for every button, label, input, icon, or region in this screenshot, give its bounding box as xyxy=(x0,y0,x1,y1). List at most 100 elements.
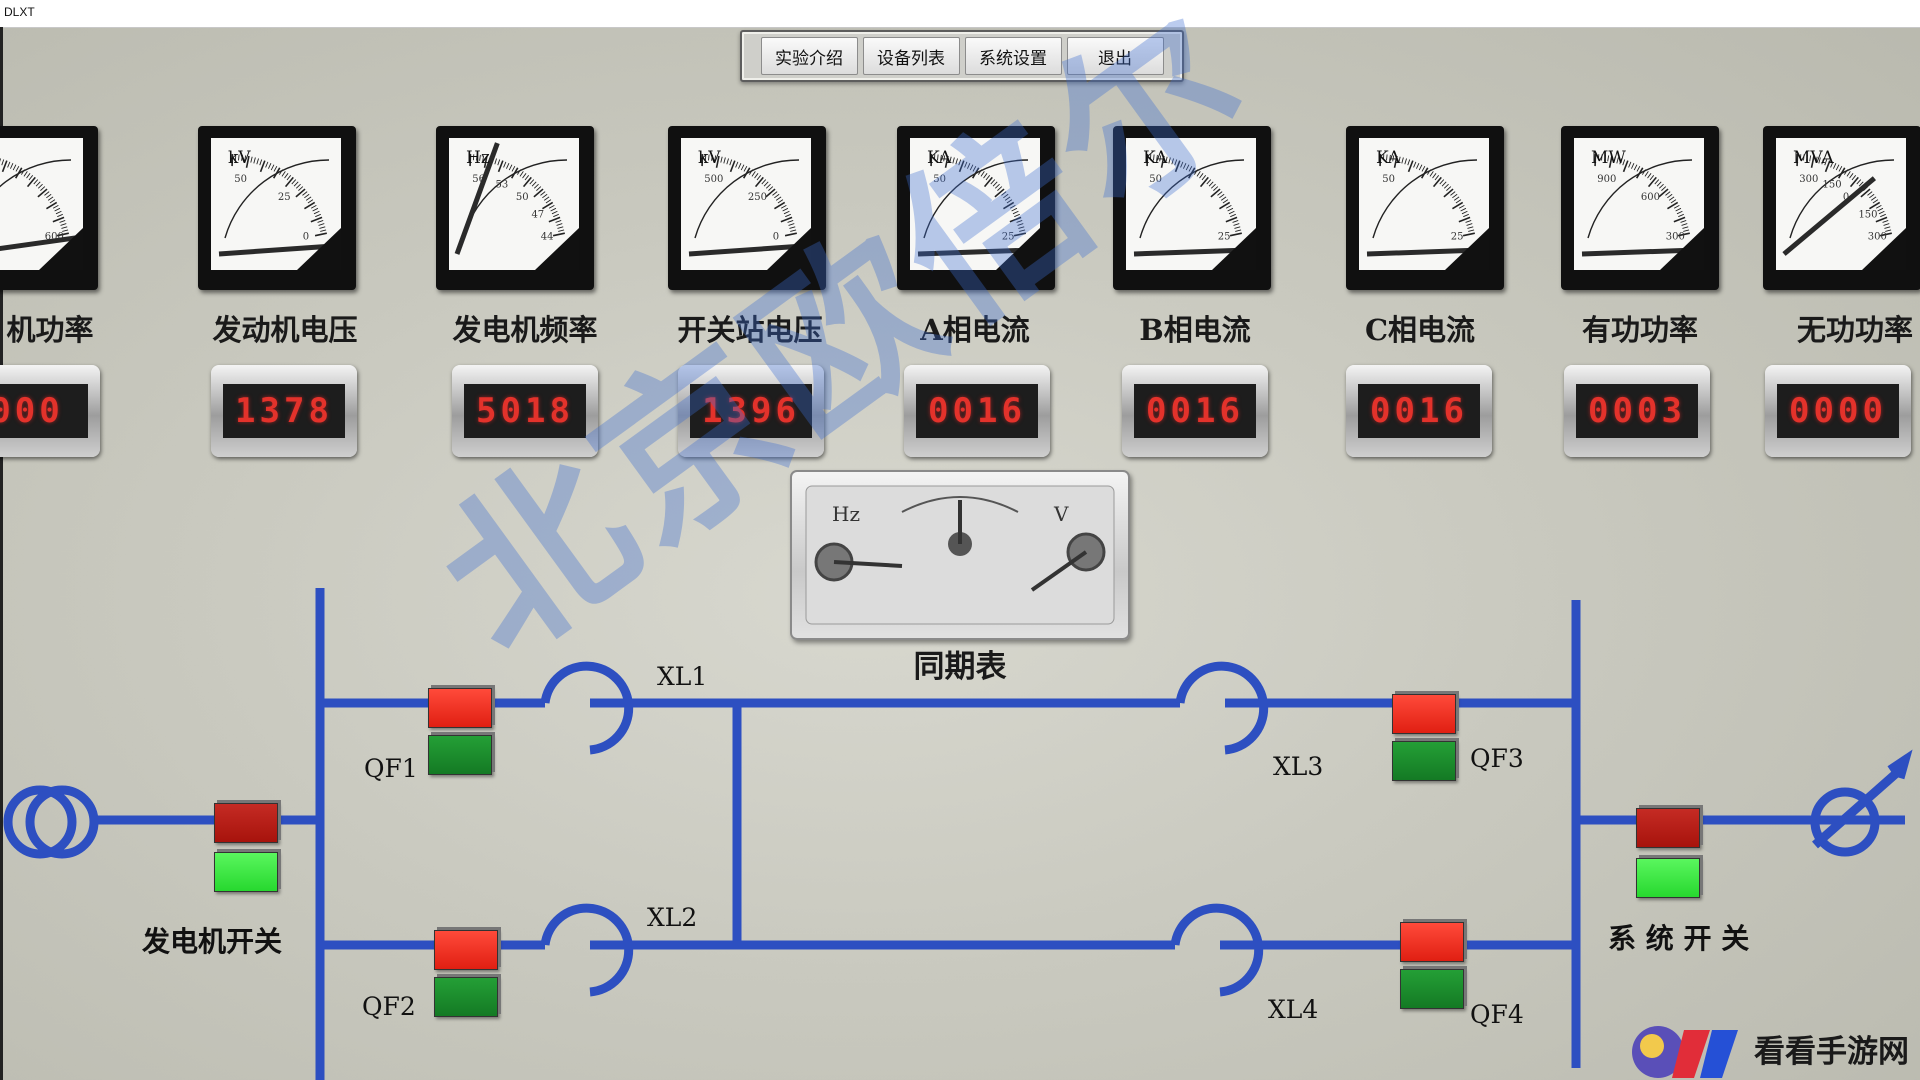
meter-scale-label: 50 xyxy=(516,192,529,203)
digital-display: 5018 xyxy=(452,365,598,457)
qf2-label: QF2 xyxy=(362,992,416,1021)
device-list-button[interactable]: 设备列表 xyxy=(862,37,960,75)
meter-label: 机功率 xyxy=(6,313,94,347)
xl4-label: XL4 xyxy=(1268,995,1319,1024)
meter-label: C相电流 xyxy=(1364,313,1476,347)
digital-reading: 0000 xyxy=(1789,391,1887,431)
meter-dial: 0 250 500 xyxy=(688,154,811,270)
meter-scale-label: 44 xyxy=(541,232,554,243)
meter-scale-label: 25 xyxy=(1451,232,1464,243)
meter-scale-label: 0 xyxy=(1843,192,1849,203)
meter-scale-label: 300 xyxy=(1666,232,1685,243)
digital-reading: 5018 xyxy=(476,391,574,431)
system-switch-open-button[interactable] xyxy=(1636,858,1700,898)
qf4-open-button[interactable] xyxy=(1400,969,1464,1009)
xl2-label: XL2 xyxy=(647,903,698,932)
meter-scale-label: 300 xyxy=(1868,232,1887,243)
meter-scale-label: 0 xyxy=(303,232,309,243)
meter-scale-label: 0 xyxy=(773,232,779,243)
qf2-open-button[interactable] xyxy=(434,977,498,1017)
meter-scale-label: 50 xyxy=(234,174,247,185)
meter-label: 开关站电压 xyxy=(677,313,823,347)
digital-display: 0016 xyxy=(1346,365,1492,457)
xl3-label: XL3 xyxy=(1273,752,1324,781)
qf4-close-button[interactable] xyxy=(1400,922,1464,962)
meter-dial: 25 50 xyxy=(1133,154,1256,270)
analog-meter-5: 25 50 KA xyxy=(1113,126,1271,290)
meter-label: B相电流 xyxy=(1139,313,1251,347)
meter-label: A相电流 xyxy=(920,313,1030,347)
window-title: DLXT xyxy=(4,5,35,19)
experiment-intro-button[interactable]: 实验介绍 xyxy=(760,37,858,75)
digital-display: 000 xyxy=(0,365,100,457)
digital-reading: 000 xyxy=(0,391,64,431)
qf1-close-button[interactable] xyxy=(428,688,492,728)
meter-scale-label: 56 xyxy=(472,174,485,185)
analog-meter-4: 25 50 KA xyxy=(897,126,1055,290)
meter-scale-label: 600 xyxy=(45,232,64,243)
meter-unit: Hz xyxy=(466,148,490,168)
digital-display: 1396 xyxy=(678,365,824,457)
synchroscope: Hz V xyxy=(790,470,1130,640)
meter-scale-label: 150 xyxy=(1858,210,1877,221)
meter-scale-label: 50 xyxy=(1149,174,1162,185)
exit-button[interactable]: 退出 xyxy=(1066,37,1164,75)
meter-label: 有功功率 xyxy=(1581,313,1698,347)
meter-scale-label: 50 xyxy=(1382,174,1395,185)
system-switch-label: 系 统 开 关 xyxy=(1608,922,1750,955)
system-switch-close-button[interactable] xyxy=(1636,808,1700,848)
meter-scale-label: 500 xyxy=(704,174,723,185)
meter-unit: kV xyxy=(228,148,251,168)
digital-display: 0000 xyxy=(1765,365,1911,457)
meter-scale-label: 25 xyxy=(1002,232,1015,243)
generator-switch-open-button[interactable] xyxy=(214,852,278,892)
qf1-open-button[interactable] xyxy=(428,735,492,775)
meter-unit: MVA xyxy=(1793,148,1834,168)
meter-unit: KA xyxy=(1143,148,1168,168)
digital-display: 0016 xyxy=(1122,365,1268,457)
meter-needle xyxy=(1133,247,1253,257)
digital-reading: 0016 xyxy=(1146,391,1244,431)
top-menu: 实验介绍 设备列表 系统设置 退出 xyxy=(740,30,1184,82)
sync-v-unit: V xyxy=(1054,502,1069,526)
digital-display: 0003 xyxy=(1564,365,1710,457)
meter-scale-label: 900 xyxy=(1597,174,1616,185)
meter-needle xyxy=(0,235,79,252)
meter-label: 发电机频率 xyxy=(452,313,598,347)
xl1-label: XL1 xyxy=(657,662,708,691)
meter-scale-label: 600 xyxy=(1641,192,1660,203)
meter-dial: 25 50 xyxy=(1366,154,1489,270)
digital-reading: 0016 xyxy=(1370,391,1468,431)
qf3-close-button[interactable] xyxy=(1392,694,1456,734)
meter-scale-label: 25 xyxy=(278,192,291,203)
logo-text: 看看手游网 xyxy=(1754,1034,1909,1070)
meter-scale-label: 50 xyxy=(933,174,946,185)
qf2-close-button[interactable] xyxy=(434,930,498,970)
meter-unit: KA xyxy=(927,148,952,168)
meter-scale-label: 250 xyxy=(748,192,767,203)
window-edge xyxy=(0,27,3,1080)
meter-scale-label: 47 xyxy=(531,210,544,221)
digital-display: 1378 xyxy=(211,365,357,457)
meter-scale-label: 150 xyxy=(1822,180,1841,191)
digital-reading: 0003 xyxy=(1588,391,1686,431)
sync-hz-unit: Hz xyxy=(832,502,860,526)
meter-dial: 0 25 50 xyxy=(218,154,341,270)
digital-reading: 1396 xyxy=(702,391,800,431)
digital-reading: 0016 xyxy=(928,391,1026,431)
generator-switch-close-button[interactable] xyxy=(214,803,278,843)
qf3-label: QF3 xyxy=(1470,744,1524,773)
meter-scale-label: 25 xyxy=(1218,232,1231,243)
meter-needle xyxy=(917,247,1037,257)
meter-dial: 25 50 xyxy=(917,154,1040,270)
meter-needle xyxy=(1366,247,1486,257)
qf3-open-button[interactable] xyxy=(1392,741,1456,781)
system-settings-button[interactable]: 系统设置 xyxy=(964,37,1062,75)
